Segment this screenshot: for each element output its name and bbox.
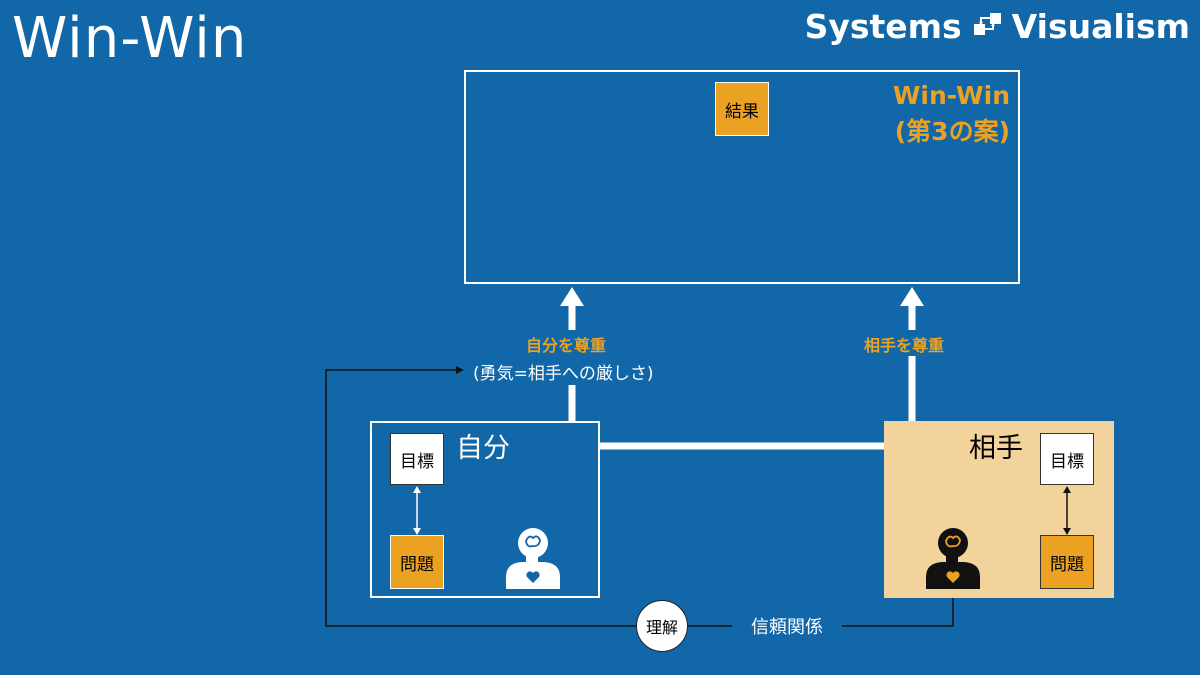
self-goal-tile: 目標 <box>390 433 444 485</box>
brand-text-right: Visualism <box>1011 6 1190 46</box>
understanding-node: 理解 <box>636 600 688 652</box>
other-respect-label: 相手を尊重 <box>864 336 945 355</box>
other-problem-tile: 問題 <box>1040 535 1094 589</box>
self-person-icon <box>506 528 560 589</box>
self-respect-label: 自分を尊重 <box>526 336 607 355</box>
understanding-label: 理解 <box>645 618 678 637</box>
brand-text-left: Systems <box>804 6 962 46</box>
self-problem-tile: 問題 <box>390 535 444 589</box>
other-goal-tile: 目標 <box>1040 433 1094 485</box>
trust-relationship-label: 信頼関係 <box>732 612 842 640</box>
win-win-heading-line1: Win-Win <box>892 81 1010 110</box>
brand-logo: Systems Visualism <box>805 6 1190 46</box>
self-box <box>370 421 600 598</box>
feedback-loop <box>325 366 954 627</box>
self-title: 自分 <box>456 433 510 464</box>
page-title: Win-Win <box>12 6 248 71</box>
other-person-icon <box>926 528 980 589</box>
win-win-heading: Win-Win (第3の案) <box>893 78 1010 150</box>
self-goal-problem-link <box>413 486 421 535</box>
result-tile: 結果 <box>715 82 769 136</box>
trust-text: 信頼関係 <box>751 617 823 638</box>
other-title: 相手 <box>969 433 1023 464</box>
win-win-heading-line2: (第3の案) <box>894 117 1010 146</box>
self-respect-arrow <box>560 287 584 421</box>
result-box <box>464 70 1020 284</box>
self-respect-note: (勇気=相手への厳しさ) <box>473 364 654 384</box>
systems-visualism-logo-icon <box>973 13 1001 35</box>
